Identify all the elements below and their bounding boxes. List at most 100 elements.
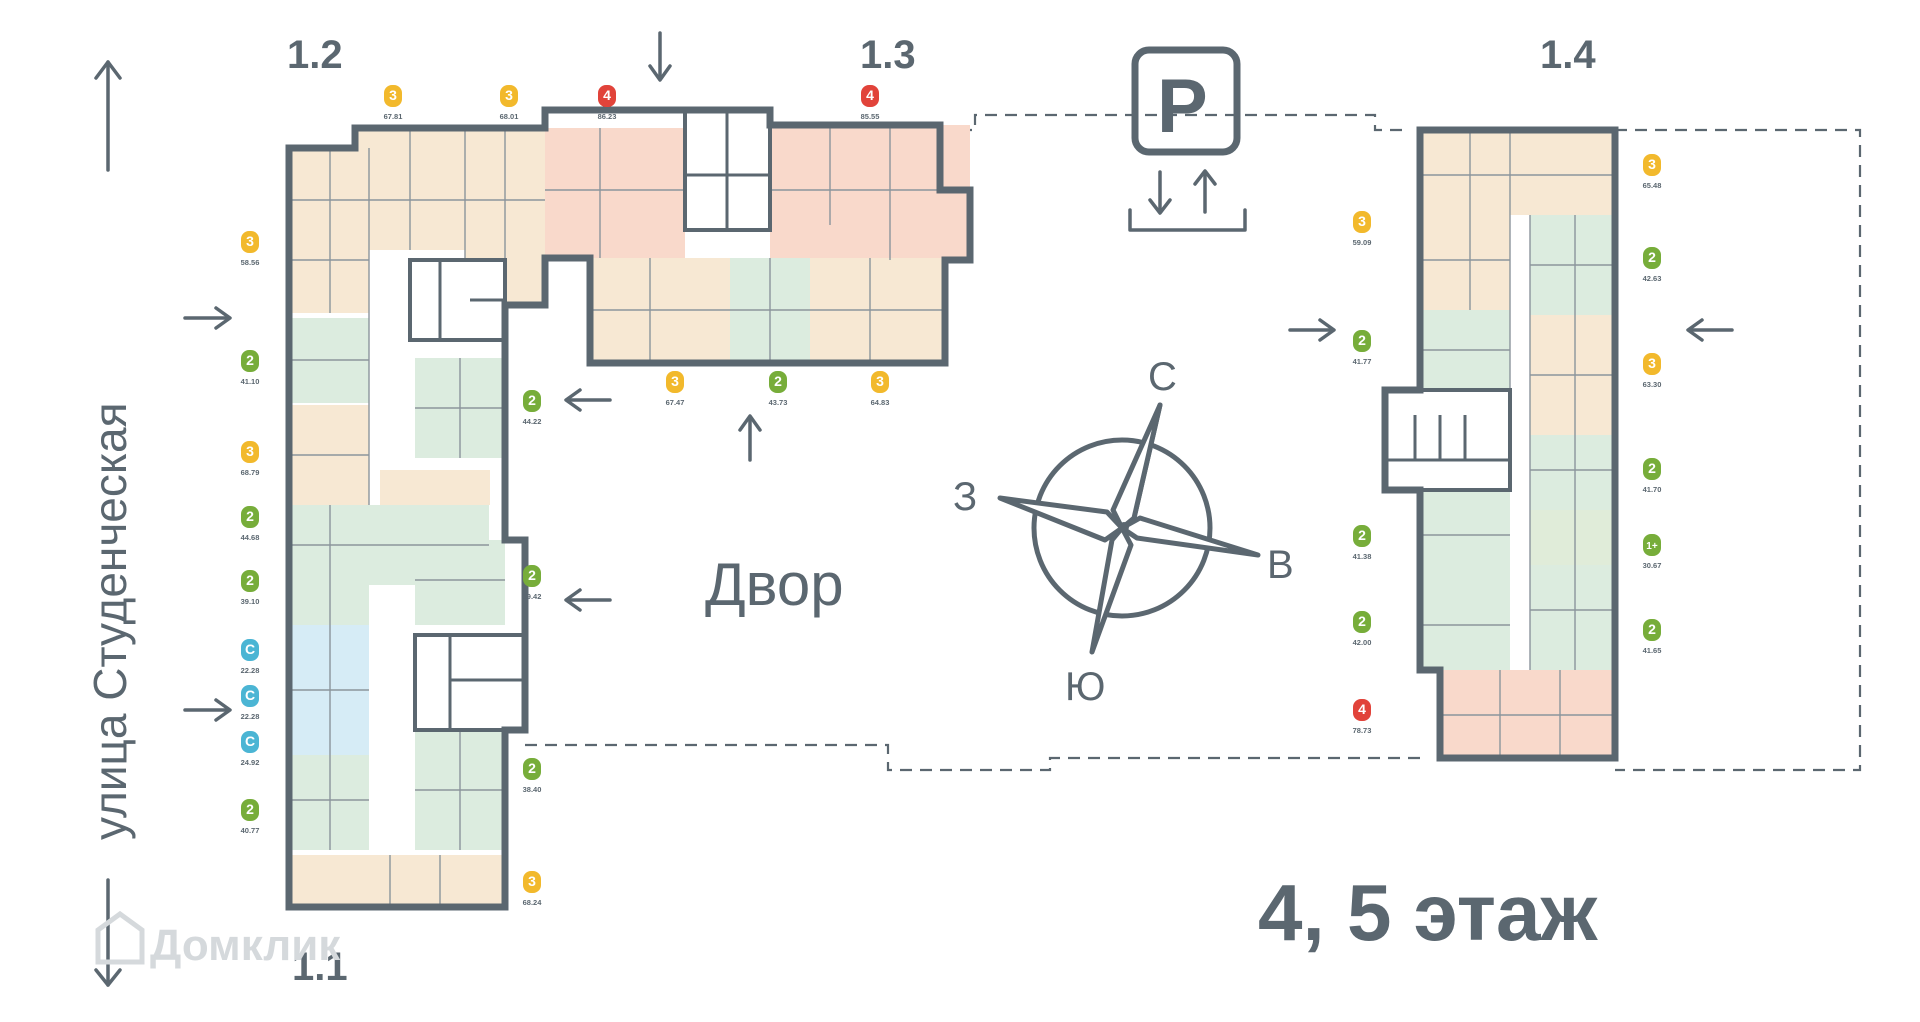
room-count-badge [241, 506, 259, 528]
apartment-area-label: 44.68 [241, 533, 260, 542]
room-count-label: 3 [246, 233, 254, 249]
entrance-arrow-icon [183, 698, 232, 722]
apartment-badge[interactable]: 367.47 [666, 371, 685, 407]
watermark: Домклик [150, 921, 341, 970]
apartment-area-label: 68.24 [523, 898, 543, 907]
apartment-badge[interactable]: 368.24 [523, 871, 543, 907]
room-count-badge [1643, 247, 1661, 269]
apartment-badge[interactable]: 244.68 [241, 506, 260, 542]
room-count-label: 2 [1648, 249, 1656, 265]
entrance-arrow-icon [564, 588, 612, 612]
apartment-fill [415, 540, 505, 625]
apartment-badge[interactable]: 241.77 [1353, 330, 1372, 366]
room-count-badge [523, 871, 541, 893]
apartment-badge[interactable]: 367.81 [384, 85, 403, 121]
apartment-badge[interactable]: 359.09 [1353, 211, 1372, 247]
apartment-area-label: 86.23 [598, 112, 617, 121]
apartment-badge[interactable]: С24.92 [241, 731, 260, 767]
apartment-badge[interactable]: 240.77 [241, 799, 260, 835]
room-count-label: 4 [603, 87, 611, 103]
apartment-badge[interactable]: 363.30 [1643, 353, 1662, 389]
room-count-label: 2 [246, 572, 254, 588]
apartment-area-label: 30.67 [1643, 561, 1662, 570]
apartment-badge[interactable]: 239.42 [523, 565, 542, 601]
room-count-badge [523, 390, 541, 412]
apartment-area-label: 41.10 [241, 377, 260, 386]
apartment-badges: 367.81368.01486.23485.55358.56241.10368.… [241, 85, 1662, 907]
room-count-badge [241, 731, 259, 753]
apartment-area-label: 44.22 [523, 417, 542, 426]
section-label-1-2: 1.2 [287, 33, 343, 77]
apartment-badge[interactable]: 478.73 [1353, 699, 1372, 735]
apartment-badge[interactable]: 365.48 [1643, 154, 1662, 190]
apartment-badge[interactable]: С22.28 [241, 639, 260, 675]
street-block: улица Студенческая [84, 60, 136, 987]
interior-walls [289, 125, 970, 907]
apartment-badge[interactable]: 486.23 [598, 85, 617, 121]
room-count-label: 2 [246, 352, 254, 368]
room-count-badge [241, 441, 259, 463]
entrance-arrows [183, 31, 1734, 722]
room-count-badge [1353, 330, 1371, 352]
yard-label: Двор [705, 551, 844, 618]
room-count-badge [1643, 458, 1661, 480]
parking-sign: P [1128, 46, 1247, 232]
apartment-badge[interactable]: 239.10 [241, 570, 260, 606]
apartment-fill [289, 755, 369, 850]
room-count-badge [523, 565, 541, 587]
room-count-label: 2 [246, 801, 254, 817]
compass-north-label: С [1148, 355, 1177, 399]
apartment-badge[interactable]: 242.00 [1353, 611, 1372, 647]
room-count-label: 1+ [1646, 541, 1658, 552]
apartment-badge[interactable]: С22.28 [241, 685, 260, 721]
room-count-badge [241, 570, 259, 592]
apartment-badge[interactable]: 241.65 [1643, 619, 1662, 655]
apartment-badge[interactable]: 243.73 [769, 371, 788, 407]
apartment-badge[interactable]: 364.83 [871, 371, 890, 407]
room-count-badge [871, 371, 889, 393]
room-count-label: 4 [1358, 701, 1366, 717]
room-count-label: 3 [1648, 156, 1656, 172]
street-label: улица Студенческая [84, 402, 136, 840]
apartment-area-label: 59.09 [1353, 238, 1372, 247]
room-count-label: 2 [528, 567, 536, 583]
apartment-area-label: 22.28 [241, 666, 260, 675]
room-count-badge [1643, 154, 1661, 176]
apartment-fill [1420, 130, 1615, 215]
compass-east-needle-icon [1119, 515, 1261, 558]
apartment-badge[interactable]: 241.38 [1353, 525, 1372, 561]
room-count-label: 2 [1358, 527, 1366, 543]
apartment-badge[interactable]: 368.79 [241, 441, 260, 477]
compass-west-label: З [953, 475, 977, 519]
section-label-1-1: 1.1 [292, 945, 348, 989]
compass-south-needle-icon [1089, 525, 1134, 655]
apartment-badge[interactable]: 358.56 [241, 231, 260, 267]
stair-core [408, 258, 507, 342]
apartment-badge[interactable]: 241.10 [241, 350, 260, 386]
section-labels: 1.2 1.3 1.4 1.1 [287, 33, 1596, 989]
apartment-badge[interactable]: 241.70 [1643, 458, 1662, 494]
room-count-badge [384, 85, 402, 107]
apartment-fill [289, 585, 369, 625]
apartment-badge[interactable]: 368.01 [500, 85, 519, 121]
parking-icon [1131, 46, 1241, 156]
apartment-area-label: 42.63 [1643, 274, 1662, 283]
room-count-badge [241, 350, 259, 372]
apartment-area-label: 24.92 [241, 758, 260, 767]
compass-north-needle-icon [1110, 402, 1163, 531]
apartment-fill [1440, 670, 1615, 758]
stair-core [1383, 388, 1512, 492]
apartment-badge[interactable]: 244.22 [523, 390, 542, 426]
apartment-area-label: 63.30 [1643, 380, 1662, 389]
apartment-badge[interactable]: 485.55 [861, 85, 880, 121]
apartment-badge[interactable]: 238.40 [523, 758, 542, 794]
building-1-1-1-2 [285, 106, 974, 911]
room-count-label: 2 [1648, 621, 1656, 637]
apartment-badge[interactable]: 1+ 30.67 [1643, 534, 1662, 570]
apartment-badge[interactable]: 242.63 [1643, 247, 1662, 283]
room-count-label: 3 [1358, 213, 1366, 229]
apartment-area-label: 78.73 [1353, 726, 1372, 735]
room-count-label: 3 [389, 87, 397, 103]
stair-core [683, 108, 772, 232]
room-count-label: 2 [1358, 613, 1366, 629]
